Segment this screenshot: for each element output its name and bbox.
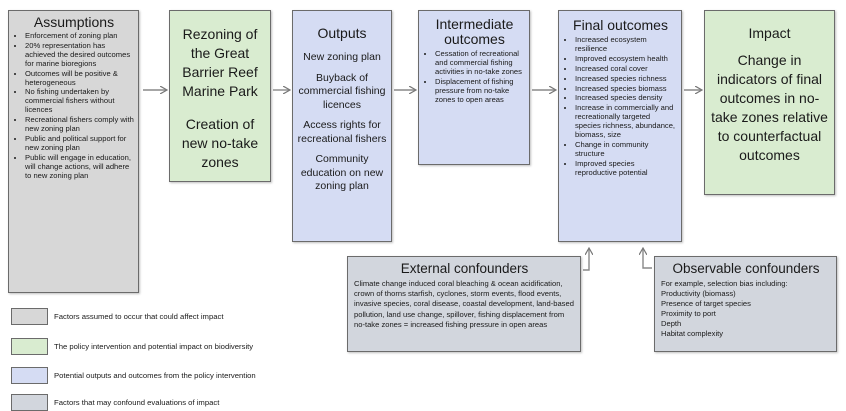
new-zones-label: Creation of new no-take zones xyxy=(181,116,259,170)
list-item: Public and political support for new zon… xyxy=(25,134,134,153)
list-item: Increased species density xyxy=(575,94,677,103)
output-item: Community education on new zoning plan xyxy=(300,153,384,192)
arrow-external-to-final xyxy=(583,249,589,271)
list-item: Proximity to port xyxy=(661,309,716,318)
output-item: Buyback of commercial fishing licences xyxy=(298,71,386,111)
external-confounders-text: Climate change induced coral bleaching &… xyxy=(354,279,574,329)
final-outcomes-list: Increased ecosystem resilience Improved … xyxy=(564,35,677,178)
external-confounders-title: External confounders xyxy=(400,261,529,276)
final-outcomes-box: Final outcomes Increased ecosystem resil… xyxy=(558,10,682,242)
output-item: New zoning plan xyxy=(303,51,381,63)
list-item: Displacement of fishing pressure from no… xyxy=(435,77,525,105)
legend-swatch-grey xyxy=(11,308,48,325)
intermediate-title: Intermediate outcomes xyxy=(435,16,514,47)
legend-swatch-blue xyxy=(11,367,48,384)
assumptions-list: Enforcement of zoning plan 20% represent… xyxy=(14,31,134,181)
final-outcomes-title: Final outcomes xyxy=(573,17,668,33)
outputs-box: Outputs New zoning plan Buyback of comme… xyxy=(292,10,392,242)
list-item: Habitat complexity xyxy=(661,329,724,338)
list-item: Increase in commercially and recreationa… xyxy=(575,103,677,140)
output-item: Access rights for recreational fishers xyxy=(297,119,387,145)
outputs-title: Outputs xyxy=(317,25,367,41)
observable-confounders-title: Observable confounders xyxy=(672,261,820,276)
legend-label: Factors that may confound evaluations of… xyxy=(54,398,220,407)
impact-title: Impact xyxy=(748,25,791,41)
rezoning-title: Rezoning of the Great Barrier Reef Marin… xyxy=(182,26,258,99)
arrow-observable-to-final xyxy=(643,249,652,269)
assumptions-title: Assumptions xyxy=(33,14,115,30)
list-item: No fishing undertaken by commercial fish… xyxy=(25,88,134,115)
list-item: Increased coral cover xyxy=(575,64,677,74)
list-item: Change in community structure xyxy=(575,140,677,159)
list-item: Depth xyxy=(661,319,682,328)
intermediate-box: Intermediate outcomes Cessation of recre… xyxy=(418,10,530,165)
list-item: Increased species richness xyxy=(575,74,677,84)
legend-swatch-slate xyxy=(11,394,48,411)
list-item: Enforcement of zoning plan xyxy=(25,31,134,41)
list-item: 20% representation has achieved the desi… xyxy=(25,41,134,69)
legend-swatch-green xyxy=(11,338,48,355)
list-item: Outcomes will be positive & heterogeneou… xyxy=(25,69,134,88)
impact-box: Impact Change in indicators of final out… xyxy=(704,10,835,195)
legend-label: Factors assumed to occur that could affe… xyxy=(54,312,224,321)
rezoning-box: Rezoning of the Great Barrier Reef Marin… xyxy=(169,10,271,182)
assumptions-box: Assumptions Enforcement of zoning plan 2… xyxy=(8,10,139,293)
observable-confounders-box: Observable confounders For example, sele… xyxy=(654,256,837,352)
list-item: Improved species reproductive potential xyxy=(575,159,677,178)
list-item: Public will engage in education, will ch… xyxy=(25,153,134,181)
legend-label: Potential outputs and outcomes from the … xyxy=(54,371,256,380)
list-item: Improved ecosystem health xyxy=(575,54,677,64)
list-item: Cessation of recreational and commercial… xyxy=(435,49,525,77)
legend-label: The policy intervention and potential im… xyxy=(54,342,254,351)
list-item: Increased ecosystem resilience xyxy=(575,35,677,54)
list-item: Increased species biomass xyxy=(575,84,677,94)
list-item: Productivity (biomass) xyxy=(661,289,736,298)
list-item: Presence of target species xyxy=(661,299,751,308)
impact-text: Change in indicators of final outcomes i… xyxy=(711,52,828,163)
list-item: Recreational fishers comply with new zon… xyxy=(25,115,134,134)
intermediate-list: Cessation of recreational and commercial… xyxy=(424,49,525,105)
observable-intro: For example, selection bias including: xyxy=(661,279,788,288)
external-confounders-box: External confounders Climate change indu… xyxy=(347,256,581,352)
